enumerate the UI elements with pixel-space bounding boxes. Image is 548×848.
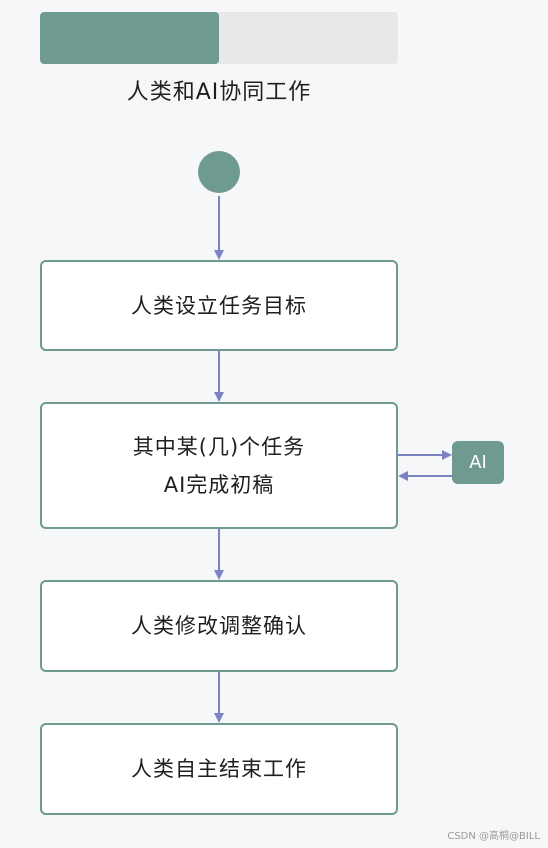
step-ai-draft: 其中某(几)个任务 AI完成初稿 — [40, 402, 398, 529]
step-ai-draft-line-2: AI完成初稿 — [163, 472, 275, 497]
step-set-goal-label: 人类设立任务目标 — [131, 293, 307, 318]
step-human-finish: 人类自主结束工作 — [40, 723, 398, 815]
start-node — [198, 151, 240, 193]
step-human-review: 人类修改调整确认 — [40, 580, 398, 672]
ai-node: AI — [452, 441, 504, 484]
progress-bar-fill — [40, 12, 219, 64]
step-ai-draft-line-1: 其中某(几)个任务 — [132, 434, 306, 459]
step-set-goal: 人类设立任务目标 — [40, 260, 398, 351]
diagram-title: 人类和AI协同工作 — [126, 80, 312, 105]
progress-bar — [40, 12, 398, 64]
step-human-finish-label: 人类自主结束工作 — [131, 757, 307, 781]
watermark: CSDN @高桐@BILL — [447, 831, 540, 842]
step-human-review-label: 人类修改调整确认 — [131, 614, 307, 638]
